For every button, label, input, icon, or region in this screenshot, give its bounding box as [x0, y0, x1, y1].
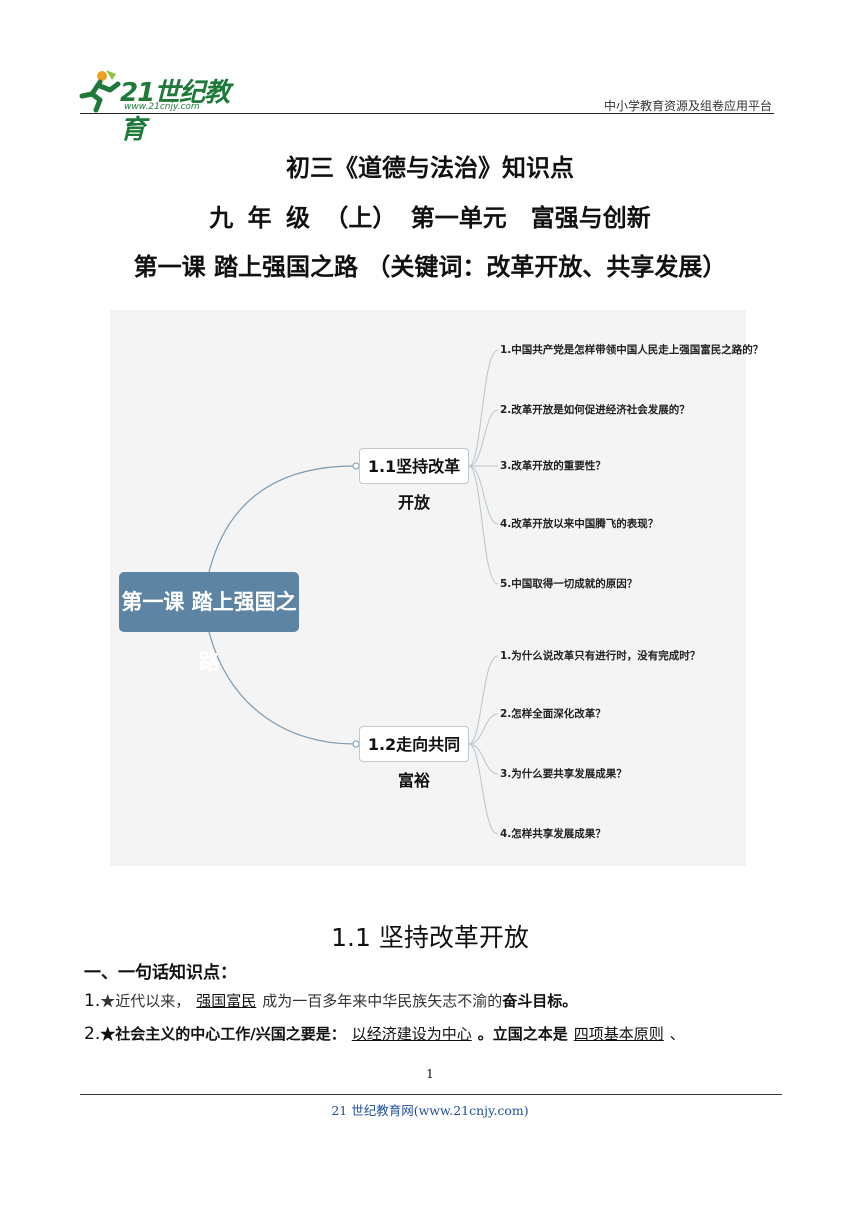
item-number: 1. [84, 991, 101, 1011]
site-logo: 21世纪教育 www.21cnjy.com [78, 68, 248, 145]
mind-map-leaf: 2.改革开放是如何促进经济社会发展的？ [500, 404, 690, 416]
mind-map-central-node: 第一课 踏上强国之路 [119, 572, 299, 674]
unit-title: 九 年 级 （上） 第一单元 富强与创新 [209, 203, 651, 232]
section-heading: 1.1 坚持改革开放 [331, 923, 529, 952]
emphasis-text: 奋斗目标。 [502, 992, 578, 1010]
mind-map-leaf: 4.改革开放以来中国腾飞的表现？ [500, 518, 659, 530]
mind-map-leaf: 3.为什么要共享发展成果？ [500, 768, 627, 780]
mind-map-branch-1: 1.1坚持改革开放 [359, 448, 469, 512]
knowledge-point-1: 1.★近代以来， 强国富民成为一百多年来中华民族矢志不渝的奋斗目标。 [84, 990, 577, 1011]
mind-map: 第一课 踏上强国之路 1.1坚持改革开放 1.2走向共同富裕 1.中国共产党是怎… [110, 310, 763, 866]
mind-map-leaf: 2.怎样全面深化改革？ [500, 708, 606, 720]
logo-text: 21世纪教育 [120, 78, 230, 145]
mind-map-leaf: 3.改革开放的重要性？ [500, 460, 606, 472]
document-title: 初三《道德与法治》知识点 [286, 153, 574, 182]
lesson-title: 第一课 踏上强国之路 （关键词：改革开放、共享发展） [133, 252, 727, 281]
mind-map-connectors [208, 349, 499, 835]
subsection-heading: 一、一句话知识点： [84, 963, 237, 983]
footer-link[interactable]: 21 世纪教育网(www.21cnjy.com) [331, 1103, 529, 1118]
point-text: 成为一百多年来中华民族矢志不渝的 [262, 992, 503, 1010]
logo-url: www.21cnjy.com [124, 102, 200, 112]
header-divider [80, 113, 774, 114]
page-number: 1 [426, 1067, 434, 1081]
mind-map-branch-2: 1.2走向共同富裕 [359, 726, 469, 790]
point-text: ★社会主义的中心工作/兴国之要是： [100, 1025, 346, 1043]
mind-map-leaf: 5.中国取得一切成就的原因？ [500, 578, 638, 590]
point-text: 。立国之本是 [477, 1025, 568, 1043]
point-text: 、 [669, 1025, 685, 1043]
platform-tagline: 中小学教育资源及组卷应用平台 [603, 99, 772, 113]
footer-divider [80, 1094, 782, 1095]
fill-in-answer: 四项基本原则 [573, 1025, 664, 1043]
mind-map-leaf: 1.为什么说改革只有进行时，没有完成时？ [500, 650, 701, 662]
point-text: ★近代以来， [100, 992, 191, 1010]
mind-map-leaf: 4.怎样共享发展成果？ [500, 828, 606, 840]
fill-in-answer: 强国富民 [196, 992, 257, 1010]
mind-map-leaf: 1.中国共产党是怎样带领中国人民走上强国富民之路的？ [500, 344, 764, 356]
knowledge-point-2: 2.★社会主义的中心工作/兴国之要是： 以经济建设为中心。立国之本是四项基本原则、 [84, 1023, 685, 1044]
runner-logo-icon [79, 70, 121, 113]
item-number: 2. [84, 1024, 101, 1044]
fill-in-answer: 以经济建设为中心 [351, 1025, 472, 1043]
